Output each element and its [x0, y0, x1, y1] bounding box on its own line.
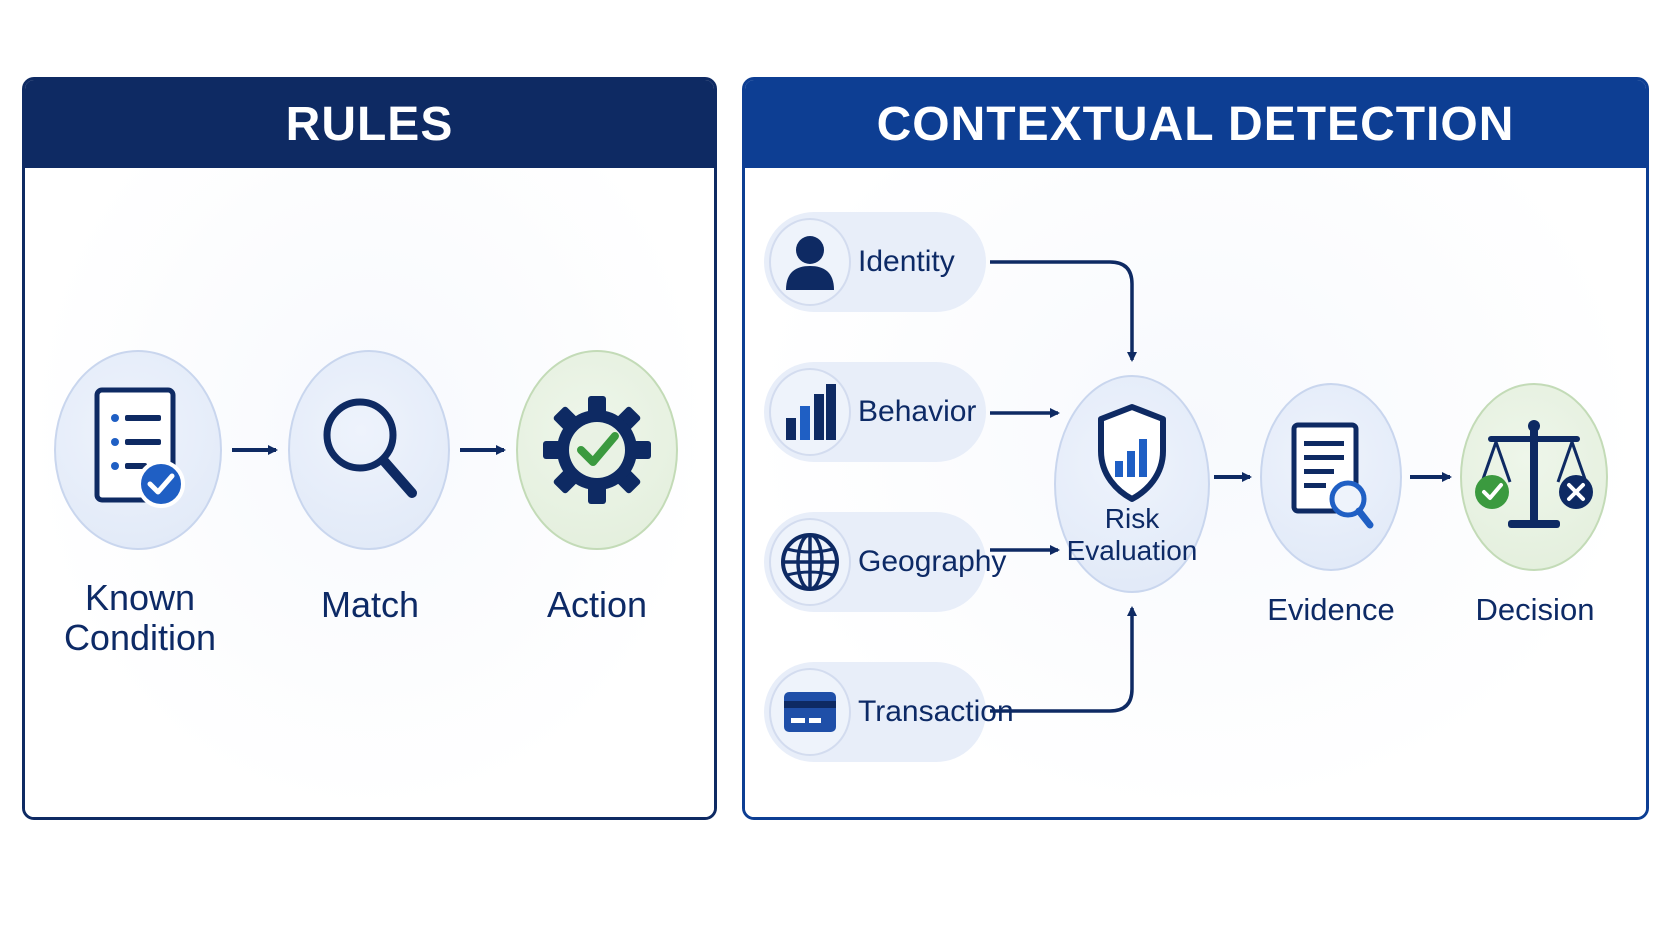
decision-label: Decision — [1475, 592, 1595, 627]
input-pill-behavior: Behavior — [764, 362, 986, 462]
gear-check-icon — [543, 396, 651, 504]
person-icon-circle — [769, 218, 851, 306]
risk-line2: Evaluation — [1066, 535, 1198, 567]
behavior-label: Behavior — [858, 395, 977, 428]
credit-card-icon-circle — [769, 668, 851, 756]
globe-icon — [781, 533, 839, 591]
magnifier-icon — [323, 398, 417, 498]
risk-evaluation-label: Risk Evaluation — [1052, 503, 1212, 567]
decision-node — [1460, 383, 1608, 571]
evidence-label: Evidence — [1267, 592, 1395, 627]
known-condition-line2: Condition — [63, 616, 217, 658]
action-node — [516, 350, 678, 550]
identity-label: Identity — [858, 245, 955, 278]
scales-icon — [1475, 420, 1593, 528]
transaction-label: Transaction — [858, 695, 1014, 728]
known-condition-line1: Known — [84, 577, 196, 618]
person-icon — [786, 236, 834, 290]
action-label: Action — [546, 584, 648, 625]
globe-icon-circle — [769, 518, 851, 606]
risk-line1: Risk — [1104, 503, 1160, 534]
rules-panel-title: RULES — [25, 80, 714, 168]
known-condition-label: Known Condition — [40, 578, 240, 657]
document-search-icon — [1291, 422, 1374, 529]
known-condition-node — [54, 350, 222, 550]
bar-chart-icon — [786, 384, 836, 440]
evidence-node — [1260, 383, 1402, 571]
match-node — [288, 350, 450, 550]
shield-chart-icon — [1098, 404, 1166, 502]
geography-label: Geography — [858, 545, 1007, 578]
risk-evaluation-node — [1054, 375, 1210, 593]
input-pill-geography: Geography — [764, 512, 1006, 612]
bar-chart-icon-circle — [769, 368, 851, 456]
input-pill-identity: Identity — [764, 212, 986, 312]
contextual-detection-title: CONTEXTUAL DETECTION — [745, 80, 1646, 168]
checklist-icon — [94, 387, 185, 508]
match-label: Match — [320, 584, 420, 625]
credit-card-icon — [784, 692, 836, 732]
input-pill-transaction: Transaction — [764, 662, 1014, 762]
